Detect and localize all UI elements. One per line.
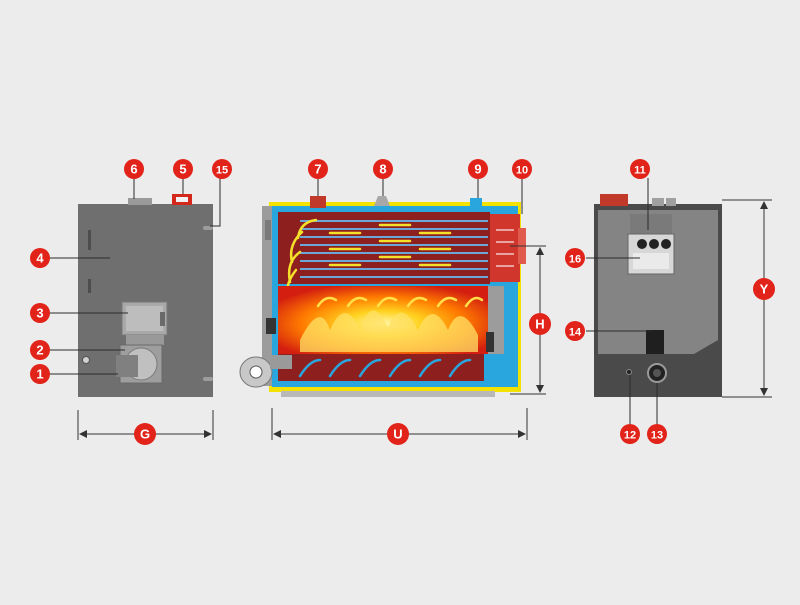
drain-port bbox=[626, 369, 632, 375]
dim-y-label: Y bbox=[760, 282, 769, 297]
side-pin bbox=[203, 226, 213, 230]
fire-tubes bbox=[300, 220, 488, 278]
flames bbox=[300, 310, 478, 352]
nozzle-8 bbox=[374, 196, 390, 206]
dim-h: H bbox=[529, 313, 551, 335]
sight-hole bbox=[82, 356, 90, 364]
callout-12-label: 12 bbox=[624, 430, 636, 442]
rear-view bbox=[586, 178, 772, 424]
fan-motor bbox=[116, 355, 138, 377]
burner-tube bbox=[270, 355, 292, 369]
dim-g-label: G bbox=[140, 427, 150, 442]
callout-10-label: 10 bbox=[516, 165, 528, 177]
flue-arrows-out bbox=[496, 229, 514, 267]
flame-arrows bbox=[316, 296, 484, 308]
control-box-screen bbox=[176, 197, 188, 202]
callout-14: 14 bbox=[565, 321, 585, 341]
callout-2-label: 2 bbox=[36, 343, 43, 358]
burner-fan-center bbox=[249, 365, 263, 379]
handle-slot-lower bbox=[88, 279, 91, 293]
water-arrows bbox=[298, 358, 472, 378]
callout-2: 2 bbox=[30, 340, 50, 360]
burner-flange bbox=[126, 335, 164, 345]
callout-1-label: 1 bbox=[36, 367, 43, 382]
callout-9-label: 9 bbox=[474, 162, 481, 177]
callout-7-label: 7 bbox=[314, 162, 321, 177]
rear-fitting bbox=[666, 198, 676, 206]
hinge bbox=[265, 220, 271, 240]
dim-y: Y bbox=[753, 278, 775, 300]
callout-7: 7 bbox=[308, 159, 328, 179]
callout-16: 16 bbox=[565, 248, 585, 268]
callout-4: 4 bbox=[30, 248, 50, 268]
front-hinge-dark bbox=[266, 318, 276, 334]
callout-3: 3 bbox=[30, 303, 50, 323]
callout-11-label: 11 bbox=[634, 165, 646, 177]
callout-11: 11 bbox=[630, 159, 650, 179]
rear-dial bbox=[637, 239, 647, 249]
lower-pass bbox=[278, 354, 484, 381]
side-pin bbox=[203, 377, 213, 381]
dim-u: U bbox=[387, 423, 409, 445]
callout-3-label: 3 bbox=[36, 306, 43, 321]
callout-10: 10 bbox=[512, 159, 532, 179]
top-fitting bbox=[128, 198, 152, 205]
dim-u-label: U bbox=[393, 427, 402, 442]
callout-5-label: 5 bbox=[179, 162, 186, 177]
callout-8: 8 bbox=[373, 159, 393, 179]
rear-hinge bbox=[486, 332, 494, 352]
nozzle-7 bbox=[310, 196, 326, 208]
burner-latch bbox=[160, 312, 165, 326]
callouts: 1 2 3 4 6 5 15 7 8 9 10 11 16 14 12 13 G… bbox=[30, 159, 775, 445]
rear-dial bbox=[661, 239, 671, 249]
rear-fitting bbox=[652, 198, 664, 206]
callout-12: 12 bbox=[620, 424, 640, 444]
callout-13-label: 13 bbox=[651, 430, 663, 442]
callout-4-label: 4 bbox=[36, 251, 44, 266]
callout-9: 9 bbox=[468, 159, 488, 179]
front-view bbox=[48, 176, 221, 440]
return-port-inner bbox=[653, 369, 661, 377]
callout-14-label: 14 bbox=[569, 327, 582, 339]
rear-flue-top bbox=[600, 194, 628, 206]
rear-latch bbox=[646, 330, 664, 354]
handle-slot bbox=[88, 230, 91, 250]
front-plate bbox=[262, 206, 272, 386]
base-rail bbox=[281, 391, 495, 397]
callout-1: 1 bbox=[30, 364, 50, 384]
flue-arrows bbox=[285, 218, 452, 302]
callout-5: 5 bbox=[173, 159, 193, 179]
callout-6-label: 6 bbox=[130, 162, 137, 177]
rear-dial bbox=[649, 239, 659, 249]
callout-8-label: 8 bbox=[379, 162, 386, 177]
callout-16-label: 16 bbox=[569, 254, 581, 266]
rear-control-panel bbox=[633, 253, 669, 269]
callout-13: 13 bbox=[647, 424, 667, 444]
dim-h-label: H bbox=[535, 317, 544, 332]
callout-6: 6 bbox=[124, 159, 144, 179]
section-view bbox=[239, 178, 546, 440]
callout-15: 15 bbox=[212, 159, 232, 179]
callout-15-label: 15 bbox=[216, 165, 228, 177]
dim-g: G bbox=[134, 423, 156, 445]
burner-cover bbox=[126, 306, 163, 331]
nozzle-9 bbox=[470, 198, 482, 208]
flue-outlet bbox=[490, 214, 520, 282]
